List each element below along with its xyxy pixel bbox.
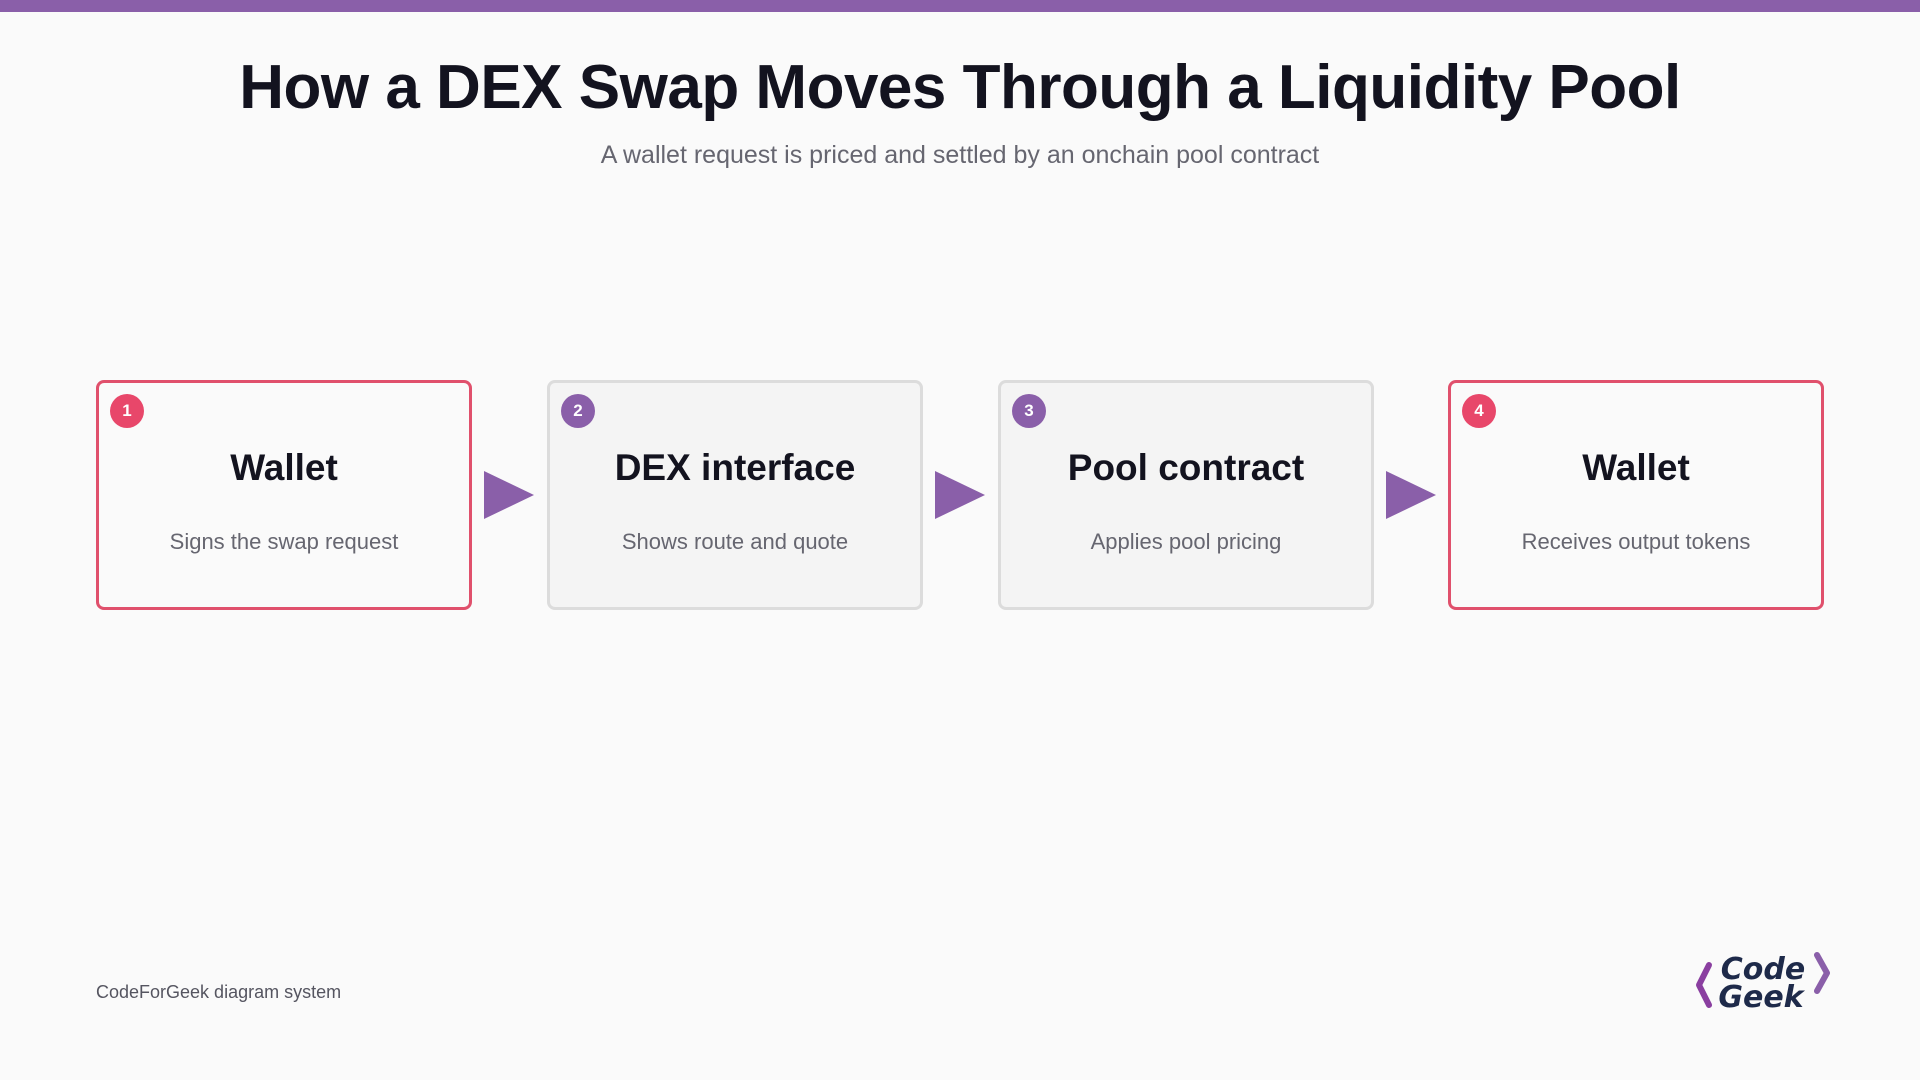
step-title: DEX interface (614, 447, 856, 488)
step-description: Shows route and quote (621, 529, 849, 554)
step-card-dex-interface: 2 DEX interface Shows route and quote (547, 380, 923, 610)
logo-left-bracket-icon (1696, 962, 1712, 1008)
step-title: Wallet (230, 447, 338, 488)
flow-arrow-icon (935, 471, 985, 519)
step-number-badge: 2 (561, 394, 595, 428)
logo-word-code: Code (1721, 952, 1805, 987)
logo-word-geek: Geek (1718, 980, 1805, 1015)
step-description: Receives output tokens (1521, 529, 1751, 554)
step-description: Applies pool pricing (1090, 529, 1282, 554)
flow-arrow-icon (484, 471, 534, 519)
step-title: Pool contract (1067, 447, 1305, 488)
step-title: Wallet (1582, 447, 1690, 488)
step-card-wallet-receiver: 4 Wallet Receives output tokens (1448, 380, 1824, 610)
top-accent-bar (0, 0, 1920, 12)
step-description: Signs the swap request (169, 529, 399, 554)
logo-right-bracket-icon (1814, 952, 1830, 994)
step-number-badge: 3 (1012, 394, 1046, 428)
page-subtitle: A wallet request is priced and settled b… (600, 141, 1320, 169)
step-number-badge: 1 (110, 394, 144, 428)
codeforgeek-logo: Code Geek (1696, 952, 1830, 1015)
step-number-badge: 4 (1462, 394, 1496, 428)
page-title: How a DEX Swap Moves Through a Liquidity… (239, 53, 1681, 122)
step-card-wallet-sender: 1 Wallet Signs the swap request (96, 380, 472, 610)
step-card-pool-contract: 3 Pool contract Applies pool pricing (998, 380, 1374, 610)
flow-arrow-icon (1386, 471, 1436, 519)
footer-credit: CodeForGeek diagram system (96, 982, 342, 1002)
